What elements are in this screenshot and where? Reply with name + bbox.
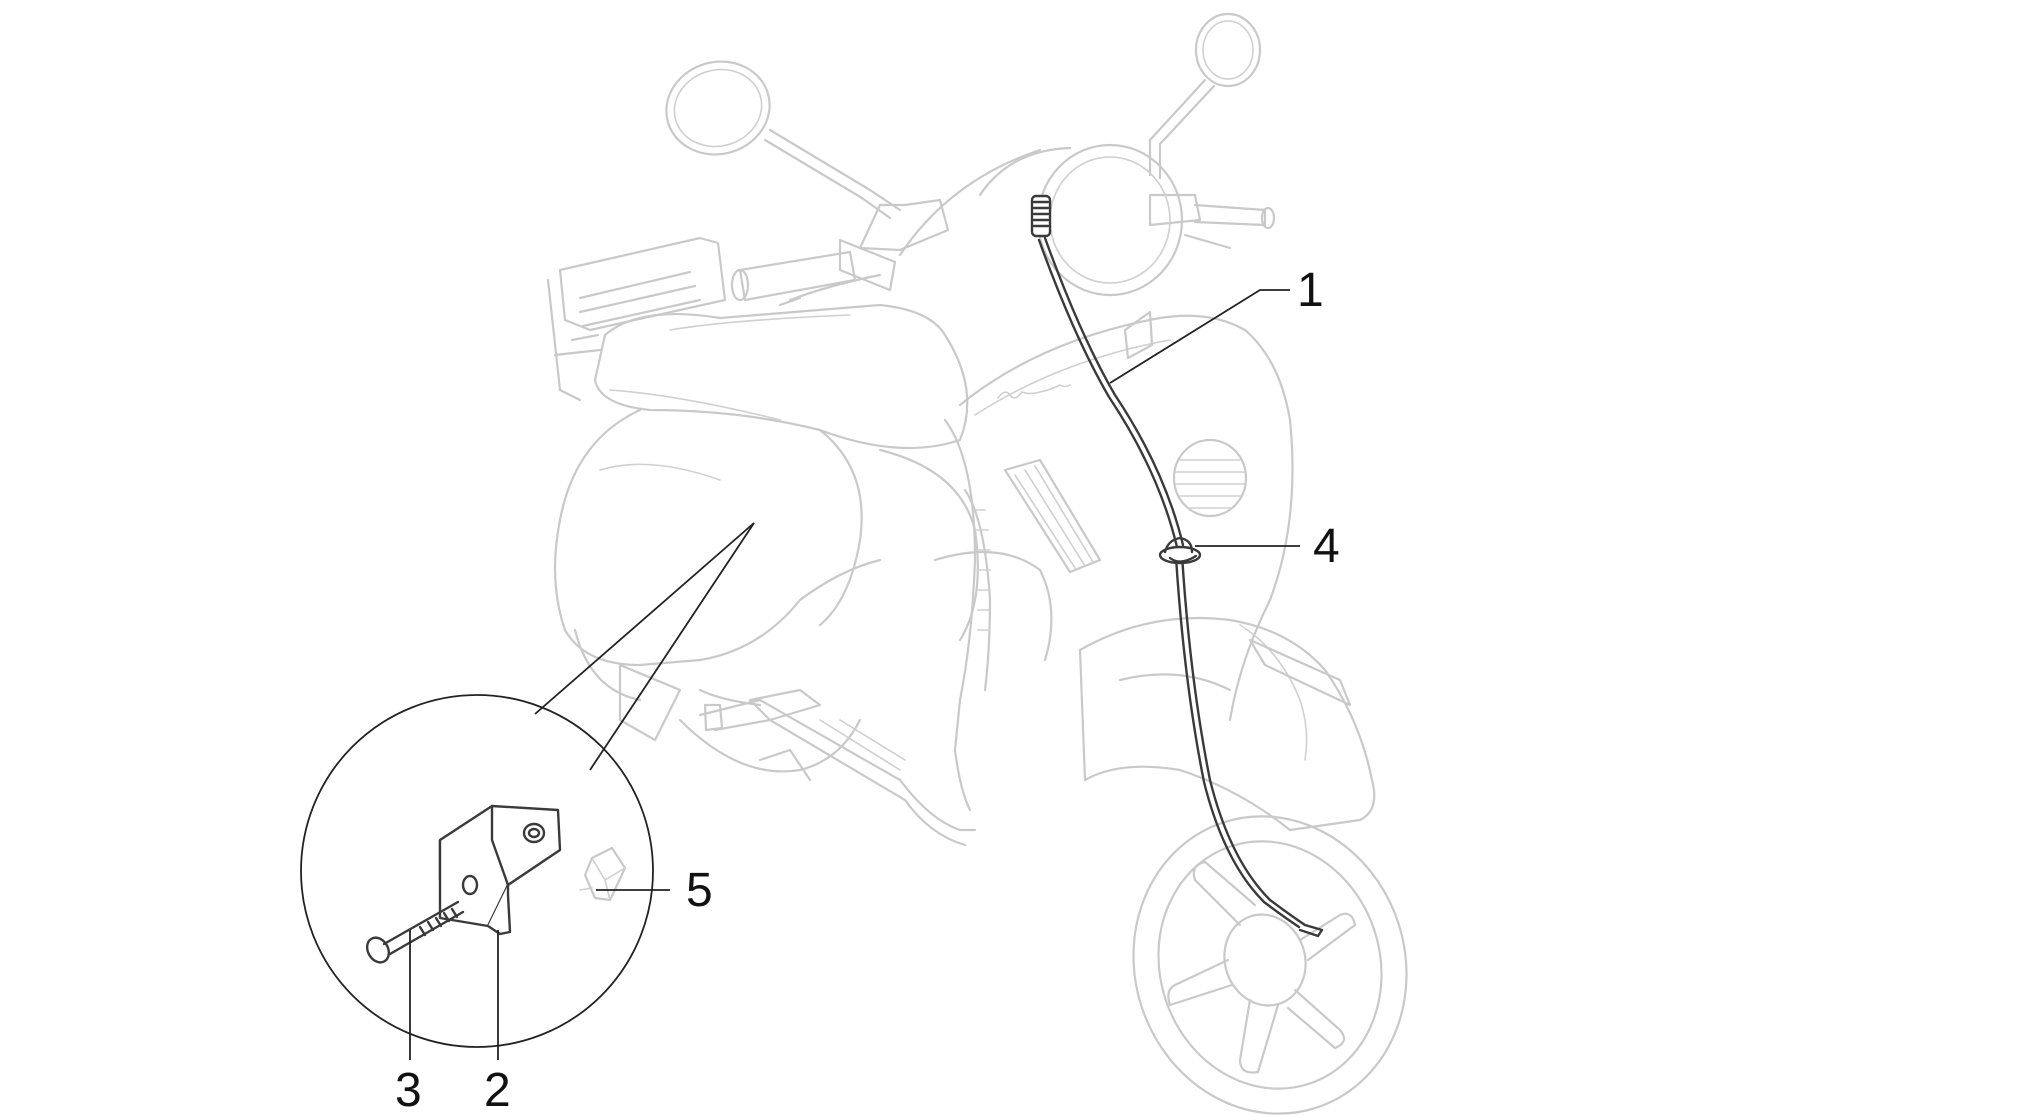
callout-1: 1 xyxy=(1297,264,1324,317)
spring-clip xyxy=(579,846,627,902)
callout-2: 2 xyxy=(484,1064,511,1115)
speedometer-cable xyxy=(1037,236,1324,938)
cable-clip xyxy=(1158,536,1202,565)
rear-rack xyxy=(546,236,727,402)
front-fender xyxy=(1078,616,1376,832)
callout-4: 4 xyxy=(1313,520,1340,573)
rear-wheel xyxy=(573,628,862,773)
leg-shield xyxy=(943,310,1294,812)
bracket xyxy=(438,804,562,936)
leader-line-1 xyxy=(1109,289,1290,384)
seat xyxy=(593,303,969,450)
callout-3: 3 xyxy=(395,1064,422,1115)
bolt xyxy=(365,900,465,964)
right-mirror xyxy=(1148,12,1262,180)
scooter-outline xyxy=(546,12,1408,1115)
handlebar xyxy=(730,193,1276,307)
callout-labels: 1 4 5 3 2 xyxy=(395,264,1340,1115)
rear-body xyxy=(553,408,1053,667)
front-wheel xyxy=(1132,815,1408,1115)
leader-lines xyxy=(409,289,1300,1060)
left-mirror xyxy=(665,60,902,220)
cable-end-fitting xyxy=(1030,194,1052,238)
detail-zoom-bubble xyxy=(300,522,755,1048)
callout-5: 5 xyxy=(686,864,713,917)
floorboard xyxy=(698,688,977,847)
